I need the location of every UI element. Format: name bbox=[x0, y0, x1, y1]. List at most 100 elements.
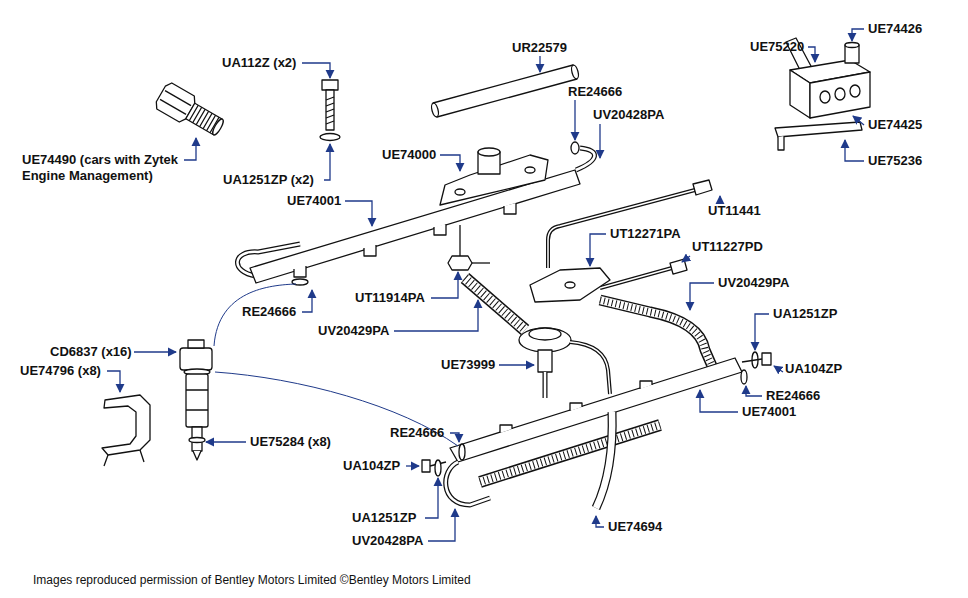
part-number: CD6837 (x16) bbox=[50, 344, 132, 360]
fuel-pipe bbox=[600, 268, 672, 288]
leader-lines bbox=[599, 124, 600, 158]
part-number: UA1251ZP bbox=[352, 510, 416, 526]
braided-hose bbox=[600, 300, 712, 366]
sensor-fitting bbox=[160, 99, 186, 114]
relay-block bbox=[810, 72, 870, 118]
part-number: UE74001 bbox=[742, 404, 796, 420]
injector-position-lines bbox=[214, 284, 458, 446]
pressure-regulator bbox=[538, 350, 552, 372]
bolt bbox=[326, 97, 334, 124]
sensor-fitting bbox=[211, 118, 225, 137]
fuel-rail bbox=[500, 381, 652, 433]
relay-block bbox=[778, 136, 784, 150]
leader-lines bbox=[184, 138, 196, 160]
leader-lines bbox=[345, 201, 372, 226]
hose bbox=[570, 64, 579, 79]
fuel-rail bbox=[446, 462, 490, 505]
part-number: UA1251ZP (x2) bbox=[223, 172, 314, 188]
pressure-regulator bbox=[570, 342, 610, 394]
fuel-rail bbox=[446, 462, 490, 505]
part-number: RE24666 bbox=[766, 388, 820, 404]
mounting-bracket bbox=[478, 148, 500, 156]
pipe-bracket bbox=[530, 268, 610, 302]
leader-lines bbox=[755, 314, 769, 350]
pressure-regulator bbox=[543, 372, 548, 398]
pressure-regulator bbox=[570, 342, 610, 394]
fuel-rail bbox=[762, 353, 771, 365]
hose bbox=[596, 412, 612, 508]
injector-clip bbox=[102, 395, 150, 466]
fuel-pipe bbox=[600, 268, 672, 288]
part-number: RE24666 bbox=[242, 304, 296, 320]
fuel-pipe bbox=[600, 259, 687, 288]
leader-lines bbox=[107, 29, 864, 541]
fuel-pipe bbox=[670, 259, 687, 274]
part-number: UE74490 (cars with Zytek Engine Manageme… bbox=[22, 152, 184, 184]
part-number: UT11441 bbox=[708, 203, 761, 219]
hose bbox=[430, 102, 439, 117]
braided-hose bbox=[600, 300, 712, 366]
caption: Images reproduced permission of Bentley … bbox=[33, 573, 471, 588]
part-number: UE74796 (x8) bbox=[20, 363, 101, 379]
part-number: UE74426 bbox=[868, 21, 922, 37]
sensor-fitting bbox=[165, 91, 191, 106]
part-number: UT11914PA bbox=[355, 290, 425, 306]
fuel-rail bbox=[459, 444, 465, 460]
relay-block bbox=[835, 88, 845, 100]
leader-lines bbox=[450, 433, 459, 442]
part-number: UE74001 bbox=[287, 193, 341, 209]
bolt bbox=[326, 90, 334, 130]
pipe-bracket bbox=[530, 268, 610, 302]
injector-position-lines bbox=[214, 284, 296, 346]
part-number: UV20428PA bbox=[593, 107, 664, 123]
part-number: RE24666 bbox=[568, 84, 622, 100]
leader-lines bbox=[845, 140, 864, 161]
sensor-fitting bbox=[153, 81, 228, 141]
fuel-rail bbox=[422, 352, 771, 505]
fuel-rail bbox=[742, 359, 762, 362]
relay-block bbox=[775, 122, 862, 137]
t-fitting bbox=[448, 225, 490, 270]
leader-lines bbox=[590, 234, 606, 266]
part-number: UE74694 bbox=[608, 519, 662, 535]
t-fitting bbox=[459, 225, 460, 256]
injector-clip bbox=[102, 395, 150, 455]
fuel-rail bbox=[450, 358, 742, 462]
pressure-regulator bbox=[519, 328, 571, 352]
leader-lines bbox=[425, 478, 438, 518]
relay-block bbox=[790, 70, 810, 118]
leader-lines bbox=[808, 47, 815, 62]
leader-lines bbox=[596, 516, 604, 527]
leader-lines bbox=[682, 256, 690, 262]
leader-lines bbox=[440, 155, 460, 171]
part-number: UA104ZP bbox=[785, 361, 842, 377]
fuel-rail bbox=[237, 142, 594, 285]
fuel-pipe bbox=[548, 190, 695, 268]
hose bbox=[430, 64, 579, 117]
part-number: UE75236 bbox=[868, 153, 922, 169]
fuel-pipe bbox=[548, 180, 712, 268]
part-number: RE24666 bbox=[390, 425, 444, 441]
part-number: UV20428PA bbox=[352, 533, 423, 549]
leader-lines bbox=[852, 29, 864, 41]
part-number: UE73999 bbox=[441, 357, 495, 373]
bolt bbox=[320, 134, 340, 141]
relay-block bbox=[850, 85, 860, 97]
bolt bbox=[320, 80, 340, 141]
t-fitting bbox=[448, 256, 472, 270]
hose bbox=[596, 412, 612, 508]
braided-hose bbox=[465, 278, 525, 330]
leader-lines bbox=[428, 509, 455, 541]
leader-lines bbox=[107, 371, 120, 392]
leader-lines bbox=[700, 390, 738, 412]
leader-lines bbox=[539, 56, 540, 72]
hose bbox=[433, 65, 577, 117]
part-number: UA112Z (x2) bbox=[222, 55, 296, 71]
part-number: UE75220 bbox=[750, 39, 804, 55]
leader-lines bbox=[574, 100, 575, 140]
part-number: UA104ZP bbox=[343, 458, 400, 474]
leader-lines bbox=[719, 196, 720, 202]
part-number: UE74000 bbox=[382, 147, 436, 163]
leader-lines bbox=[774, 366, 783, 372]
